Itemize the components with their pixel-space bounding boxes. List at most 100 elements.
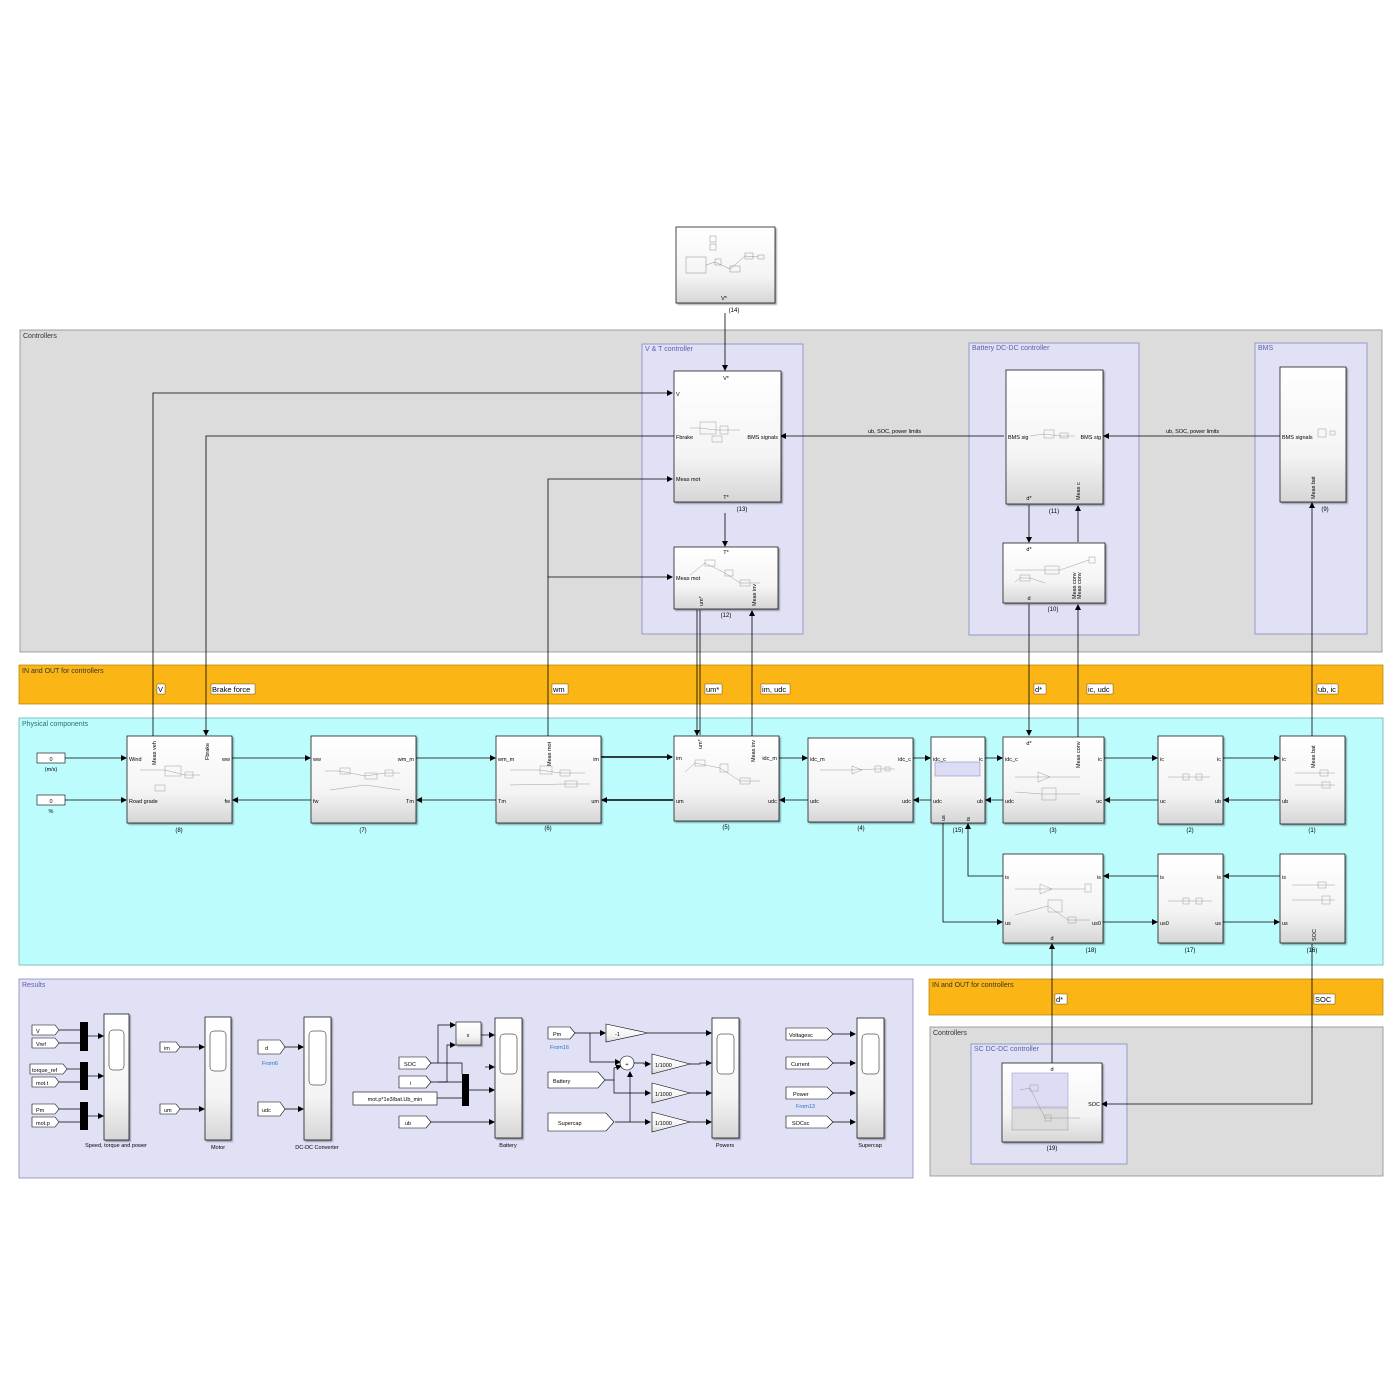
supercap-internals [1292, 881, 1335, 905]
battery-block[interactable]: ic ub Meas bat (1) [1279, 735, 1346, 834]
battery-dcdc-controller-block[interactable]: BMS sig BMS sig Meas c d* (11) [1005, 369, 1104, 515]
dc-bus-internals [820, 765, 895, 775]
io-label-ic-udc: ic, udc [1088, 685, 1110, 694]
from-tag-d[interactable]: d [257, 1039, 286, 1055]
scope-dcdc-converter[interactable]: DC-DC Converter [295, 1016, 339, 1151]
from-tag-supercap-power[interactable]: Supercap [547, 1112, 615, 1132]
from-tag-um[interactable]: um [159, 1103, 181, 1115]
svg-text:wm_m: wm_m [397, 757, 415, 763]
from-tag-torque-ref[interactable]: torque_ref [29, 1063, 68, 1075]
motor-controller-internals [689, 559, 760, 587]
from-tag-v[interactable]: V [31, 1024, 60, 1036]
from-tag-soc[interactable]: SOC [398, 1056, 432, 1070]
from-tag-socsc[interactable]: SOCsc [785, 1115, 834, 1129]
scope-powers[interactable]: Powers [711, 1017, 740, 1149]
from-tag-im[interactable]: im [159, 1041, 181, 1053]
bms-area-title: BMS [1258, 345, 1274, 352]
constant-battery-current-limit[interactable]: mot.p*1e3/bat.Ub_min [352, 1091, 438, 1106]
gain-1000-c[interactable]: 1/1000 [651, 1111, 692, 1133]
gain-neg-one[interactable]: -1 [605, 1023, 649, 1043]
svg-text:is: is [1160, 875, 1164, 881]
svg-text:Meas veh: Meas veh [152, 741, 158, 765]
from-tag-mot-p[interactable]: mot.p [31, 1116, 60, 1128]
signal-lines [65, 313, 1315, 1107]
block-number: (13) [737, 507, 748, 513]
wind-constant[interactable]: 0 (m/s) [36, 752, 66, 773]
motor-internals [509, 765, 590, 788]
drive-cycle-block[interactable]: V* (14) [675, 226, 776, 314]
svg-text:is: is [1097, 875, 1101, 881]
from-tag-vref[interactable]: Vref [31, 1037, 60, 1049]
io-label-v: V [158, 685, 163, 694]
block-number: (8) [175, 828, 182, 834]
motor-block[interactable]: wm_m Tm Meas mot im um (6) [495, 735, 602, 832]
sc-dcdc-controller-title: SC DC-DC controller [974, 1046, 1040, 1053]
svg-text:udc: udc [902, 799, 911, 805]
svg-text:uc: uc [1096, 799, 1102, 805]
svg-text:idc_c: idc_c [898, 757, 911, 763]
io-label-im-udc: im, udc [762, 685, 786, 694]
bms-block[interactable]: BMS signals Meas bat (9) [1279, 366, 1347, 513]
from-tag-pm[interactable]: Pm [31, 1103, 60, 1115]
sc-filter-block[interactable]: is us0 is us (17) [1157, 853, 1224, 954]
coupling-subsystem-area [934, 761, 981, 777]
from-tag-mot-t[interactable]: mot.t [31, 1076, 60, 1088]
from-tag-voltagesc[interactable]: Voltagesc [785, 1027, 834, 1041]
from-tag-current[interactable]: Current [785, 1056, 834, 1070]
svg-text:Meas mot: Meas mot [547, 741, 553, 766]
battery-internals [1295, 769, 1335, 789]
from-tag-ub[interactable]: ub [398, 1115, 432, 1129]
svg-text:Fbrake: Fbrake [676, 435, 693, 441]
product-block[interactable]: x [455, 1021, 482, 1046]
block-number: (1) [1308, 828, 1315, 834]
battery-converter-block[interactable]: idc_c udc ic uc d* Meas conv (3) [1002, 736, 1105, 834]
gain-1000-a[interactable]: 1/1000 [651, 1053, 692, 1075]
vt-controller-block[interactable]: V Fbrake Meas mot BMS signals V* T* (13) [673, 370, 782, 513]
svg-text:ub: ub [1282, 799, 1288, 805]
line-brake-force [203, 435, 674, 736]
svg-text:us: us [1005, 921, 1011, 927]
from-tag-pm-powers[interactable]: Pm [547, 1026, 576, 1040]
svg-text:d*: d* [1026, 741, 1032, 747]
svg-text:1/1000: 1/1000 [655, 1092, 672, 1098]
inverter-block[interactable]: im um um* Meas inv idc_m udc (5) [673, 735, 780, 831]
svg-text:Voltagesc: Voltagesc [789, 1033, 813, 1039]
gain-1000-b[interactable]: 1/1000 [651, 1082, 692, 1104]
from-tag-i[interactable]: i [398, 1075, 432, 1089]
svg-text:ic: ic [1282, 757, 1286, 763]
scope-supercap[interactable]: Supercap [856, 1017, 885, 1149]
mux-battery [462, 1074, 469, 1106]
io-label-wm: wm [552, 685, 565, 694]
vehicle-block[interactable]: Wind Road grade Meas veh Fbrake ww fw (8… [126, 735, 233, 834]
svg-text:Meas inv: Meas inv [752, 584, 758, 606]
motor-controller-block[interactable]: Meas mot um* Meas inv T* (12) [673, 546, 779, 619]
road-grade-constant[interactable]: 0 % [36, 794, 66, 815]
io-bottom-signal-labels: d* SOC [1054, 993, 1336, 1005]
coupling-block[interactable]: idc_c udc ic ub is us (15) [930, 736, 986, 834]
svg-text:Powers: Powers [716, 1143, 735, 1149]
dc-bus-block[interactable]: idc_m udc idc_c udc (4) [807, 737, 914, 832]
battery-converter-controller-block[interactable]: d* d Meas conv Meas conv (10) [1002, 542, 1106, 613]
svg-text:us: us [941, 815, 947, 821]
battery-filter-block[interactable]: ic uc ic ub (2) [1157, 735, 1224, 834]
sum-block[interactable]: + [619, 1055, 635, 1071]
scope-motor[interactable]: Motor [204, 1016, 232, 1151]
sc-converter-block[interactable]: is us is us0 d (18) [1002, 853, 1104, 954]
line-soc [1101, 944, 1313, 1107]
scope-speed-torque-power[interactable]: Speed, torque and power [85, 1013, 147, 1149]
io-top-title: IN and OUT for controllers [22, 668, 104, 675]
svg-text:SOC: SOC [1088, 1102, 1100, 1108]
sc-dcdc-controller-block[interactable]: d SOC (19) [1001, 1062, 1103, 1152]
supercap-block[interactable]: is us SOC (16) [1279, 853, 1346, 954]
block-number: (9) [1321, 507, 1328, 513]
from-tag-power[interactable]: Power [785, 1086, 834, 1100]
scope-battery[interactable]: Battery [494, 1017, 523, 1149]
sc-controllers-title: Controllers [933, 1030, 967, 1037]
gearbox-block[interactable]: ww fw wm_m Tm (7) [310, 735, 417, 834]
from-tag-udc[interactable]: udc [257, 1101, 286, 1117]
inverter-internals [684, 759, 760, 785]
vehicle-internals [140, 765, 200, 792]
from-tag-battery-power[interactable]: Battery [547, 1071, 606, 1089]
block-number: (17) [1185, 948, 1196, 954]
block-number: (5) [722, 825, 729, 831]
